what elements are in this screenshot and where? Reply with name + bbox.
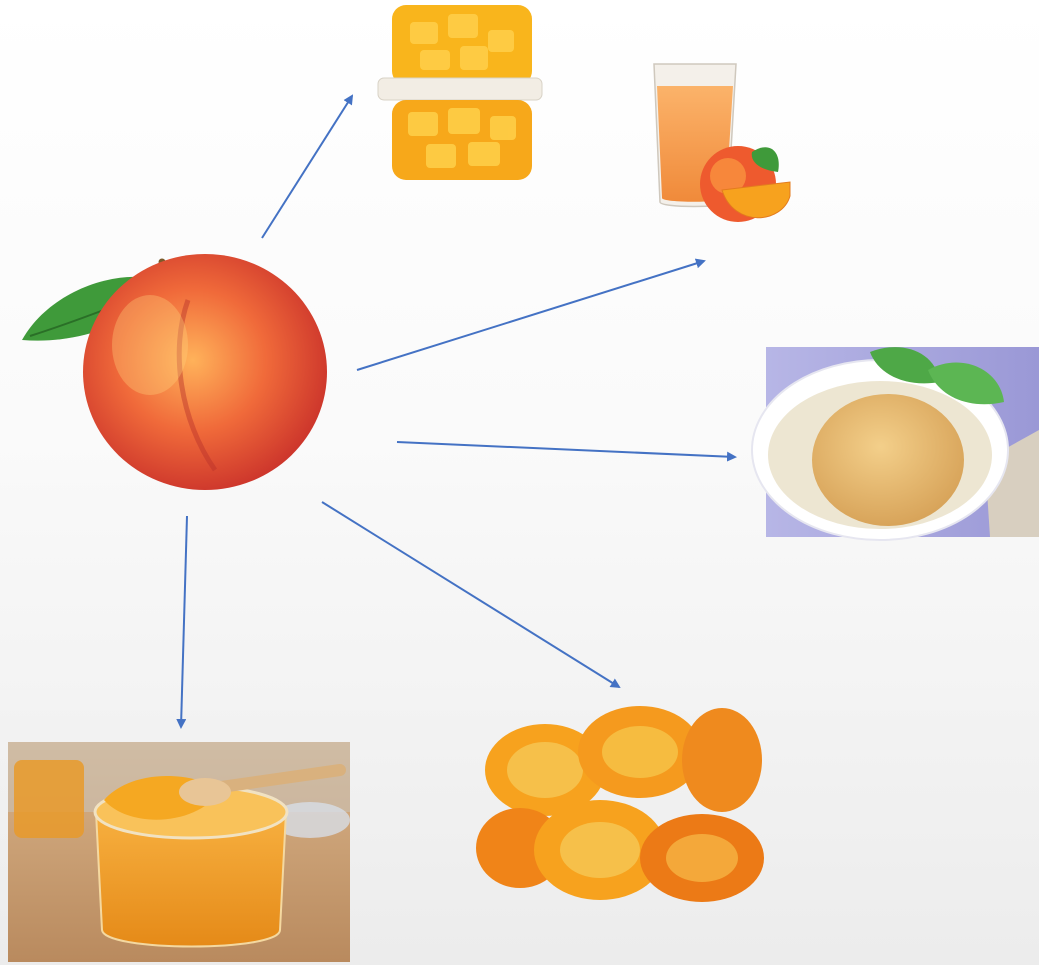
dried-peach-icon [476, 706, 764, 902]
arrow-to-peach-jam [181, 516, 187, 727]
peach-dessert-icon [752, 347, 1039, 540]
peach-cup-icon [378, 5, 542, 180]
peach-jam-icon [8, 742, 350, 962]
arrow-to-peach-dessert [397, 442, 735, 457]
peach-icon [22, 254, 327, 490]
arrow-to-peach-juice [357, 261, 704, 370]
arrow-to-dried-peaches [322, 502, 619, 687]
peach-juice-icon [654, 64, 790, 222]
arrow-to-peach-cup [262, 96, 352, 238]
